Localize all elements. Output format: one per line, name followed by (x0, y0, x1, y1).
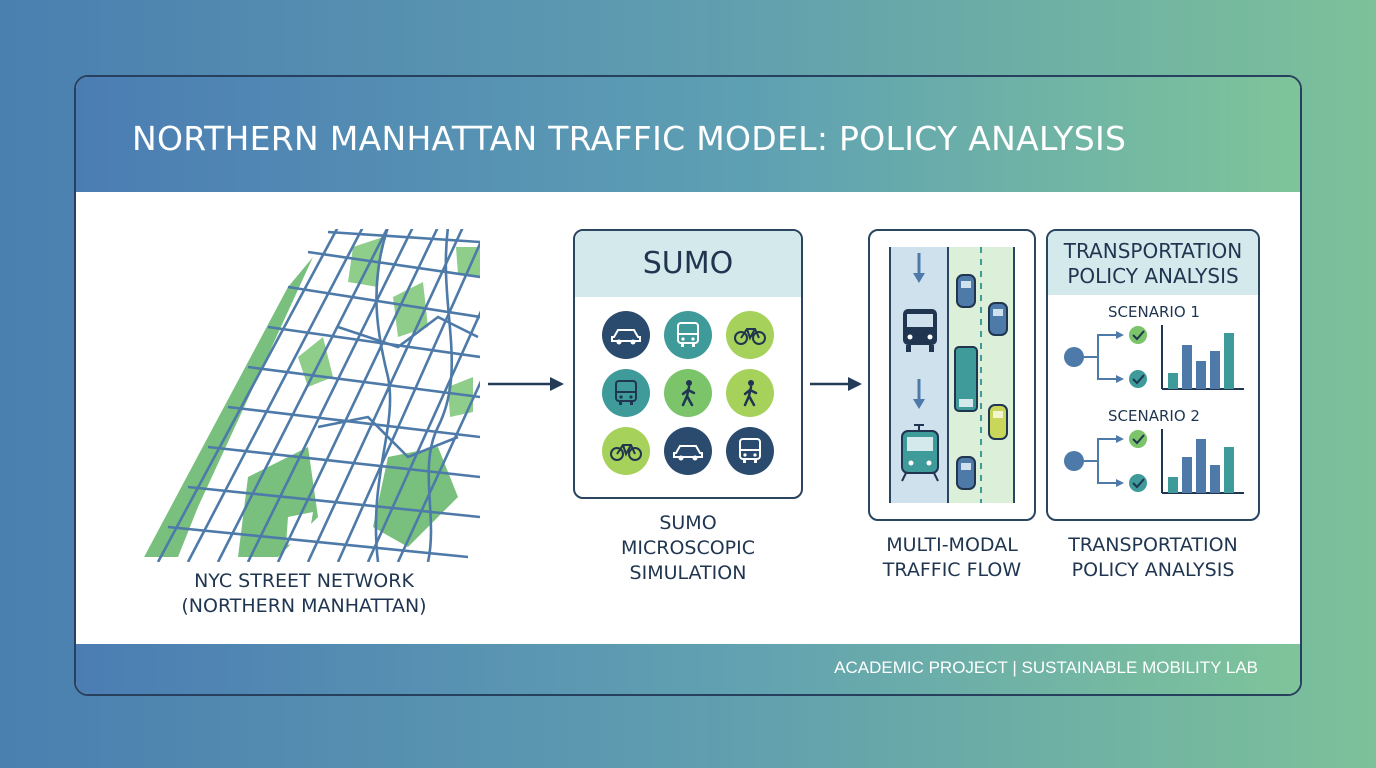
bus-icon (602, 369, 650, 417)
car-icon (956, 274, 976, 308)
footer-band: ACADEMIC PROJECT | SUSTAINABLE MOBILITY … (76, 644, 1300, 694)
bicycle-icon (602, 427, 650, 475)
bus-icon (726, 427, 774, 475)
scenario-1-label: SCENARIO 1 (1108, 303, 1200, 321)
scenario-1-diagram (1064, 325, 1244, 390)
policy-caption: TRANSPORTATION POLICY ANALYSIS (1068, 534, 1238, 581)
street-network-map (144, 229, 480, 562)
car-icon (988, 404, 1008, 440)
header-band: NORTHERN MANHATTAN TRAFFIC MODEL: POLICY… (76, 77, 1300, 192)
arrow-down-icon (913, 379, 925, 409)
flow-caption: MULTI-MODAL TRAFFIC FLOW (882, 534, 1022, 581)
sumo-box-title: SUMO (575, 231, 801, 297)
sumo-box: SUMO (573, 229, 803, 499)
scenario-2-label: SCENARIO 2 (1108, 407, 1200, 425)
car-icon (988, 302, 1008, 336)
check-icon (1129, 370, 1147, 388)
scenario-2-diagram (1064, 429, 1244, 494)
page-title: NORTHERN MANHATTAN TRAFFIC MODEL: POLICY… (132, 119, 1127, 158)
map-caption: NYC STREET NETWORK (NORTHERN MANHATTAN) (181, 570, 427, 617)
truck-icon (954, 346, 978, 412)
arrow-down-icon (913, 253, 925, 283)
pedestrian-icon (726, 369, 774, 417)
arrow-right-icon (488, 377, 564, 391)
check-icon (1129, 430, 1147, 448)
car-icon (602, 311, 650, 359)
bar-chart-icon (1161, 325, 1244, 390)
bar-chart-icon (1161, 429, 1244, 494)
sumo-caption: SUMO MICROSCOPIC SIMULATION (620, 512, 756, 584)
tram-icon (901, 424, 939, 482)
check-icon (1129, 326, 1147, 344)
bus-icon (664, 311, 712, 359)
car-icon (664, 427, 712, 475)
bicycle-icon (726, 311, 774, 359)
pedestrian-icon (664, 369, 712, 417)
car-icon (956, 456, 976, 490)
footer-text: ACADEMIC PROJECT | SUSTAINABLE MOBILITY … (834, 658, 1258, 677)
check-icon (1129, 474, 1147, 492)
main-card: NORTHERN MANHATTAN TRAFFIC MODEL: POLICY… (74, 75, 1302, 696)
arrow-right-icon (810, 377, 862, 391)
bus-icon (903, 309, 937, 352)
policy-analysis-box: TRANSPORTATION POLICY ANALYSIS SCENARIO … (1046, 229, 1260, 521)
traffic-flow-box (868, 229, 1036, 521)
policy-box-title: TRANSPORTATION POLICY ANALYSIS (1048, 231, 1258, 295)
road-lanes-diagram (889, 247, 1015, 503)
